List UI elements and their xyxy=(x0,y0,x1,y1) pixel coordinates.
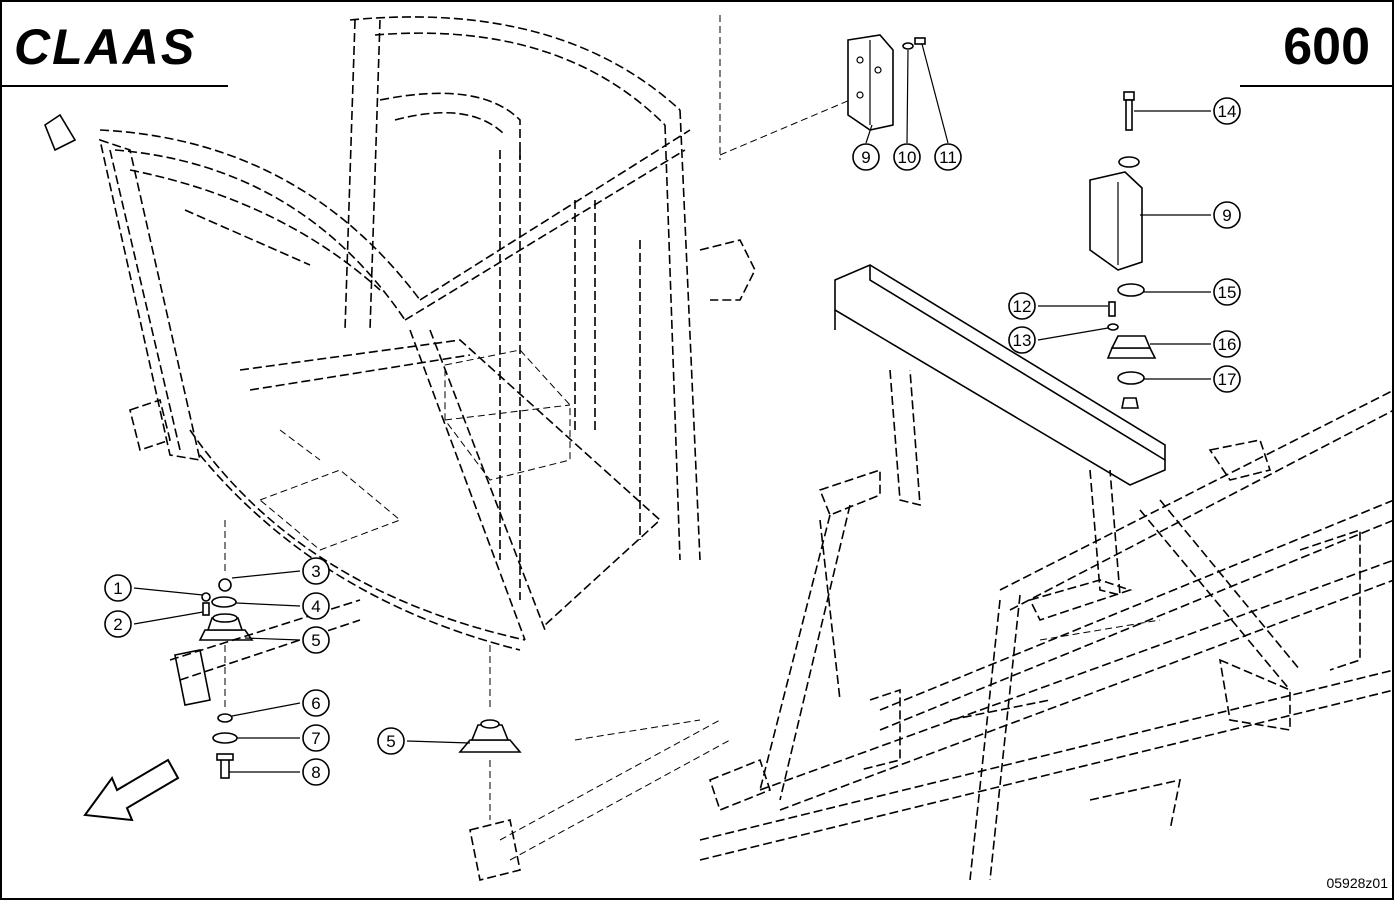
cab-frame-drawing xyxy=(44,16,756,820)
callout-5-center-label: 5 xyxy=(386,732,395,751)
callout-17-label: 17 xyxy=(1218,370,1237,389)
page-number: 600 xyxy=(1283,18,1370,76)
callout-7 xyxy=(302,724,330,752)
drawing-number: 05928z01 xyxy=(1326,875,1388,891)
callout-10-label: 10 xyxy=(898,148,917,167)
left-mount-parts xyxy=(169,578,361,779)
right-stack-parts xyxy=(1089,91,1157,409)
header: CLAAS 600 xyxy=(0,18,1394,87)
callout-2-label: 2 xyxy=(113,615,122,634)
arrow-down-left-icon xyxy=(83,758,180,822)
callout-9-right-label: 9 xyxy=(1222,206,1231,225)
callout-5 xyxy=(302,626,330,654)
center-mount-part xyxy=(458,719,731,881)
callout-8-label: 8 xyxy=(311,763,320,782)
callout-10 xyxy=(893,143,921,171)
callouts: 1 2 3 4 5 6 7 8 5 9 xyxy=(104,43,1241,786)
chassis-frame-drawing xyxy=(699,264,1394,881)
callout-4-label: 4 xyxy=(311,597,320,616)
callout-9 xyxy=(852,143,880,171)
callout-8 xyxy=(302,758,330,786)
callout-3-label: 3 xyxy=(311,562,320,581)
callout-11 xyxy=(934,143,962,171)
callout-14 xyxy=(1213,97,1241,125)
callout-9-label: 9 xyxy=(861,148,870,167)
callout-3 xyxy=(302,557,330,585)
callout-9-right xyxy=(1213,201,1241,229)
callout-17 xyxy=(1213,365,1241,393)
callout-14-label: 14 xyxy=(1218,102,1237,121)
callout-1-label: 1 xyxy=(113,579,122,598)
callout-11-label: 11 xyxy=(939,148,957,167)
brand-logo: CLAAS xyxy=(14,19,196,75)
callout-15-label: 15 xyxy=(1218,283,1237,302)
callout-2 xyxy=(104,610,132,638)
callout-5-center xyxy=(377,727,405,755)
top-bracket-parts xyxy=(719,15,926,160)
callout-1 xyxy=(104,574,132,602)
callout-12 xyxy=(1008,292,1036,320)
callout-13-label: 13 xyxy=(1013,331,1032,350)
callout-13 xyxy=(1008,326,1036,354)
callout-4 xyxy=(302,592,330,620)
callout-16-label: 16 xyxy=(1218,335,1237,354)
callout-16 xyxy=(1213,330,1241,358)
callout-6-label: 6 xyxy=(311,694,320,713)
callout-5-label: 5 xyxy=(311,631,320,650)
callout-12-label: 12 xyxy=(1013,297,1032,316)
callout-7-label: 7 xyxy=(311,729,320,748)
callout-15 xyxy=(1213,278,1241,306)
callout-6 xyxy=(302,689,330,717)
